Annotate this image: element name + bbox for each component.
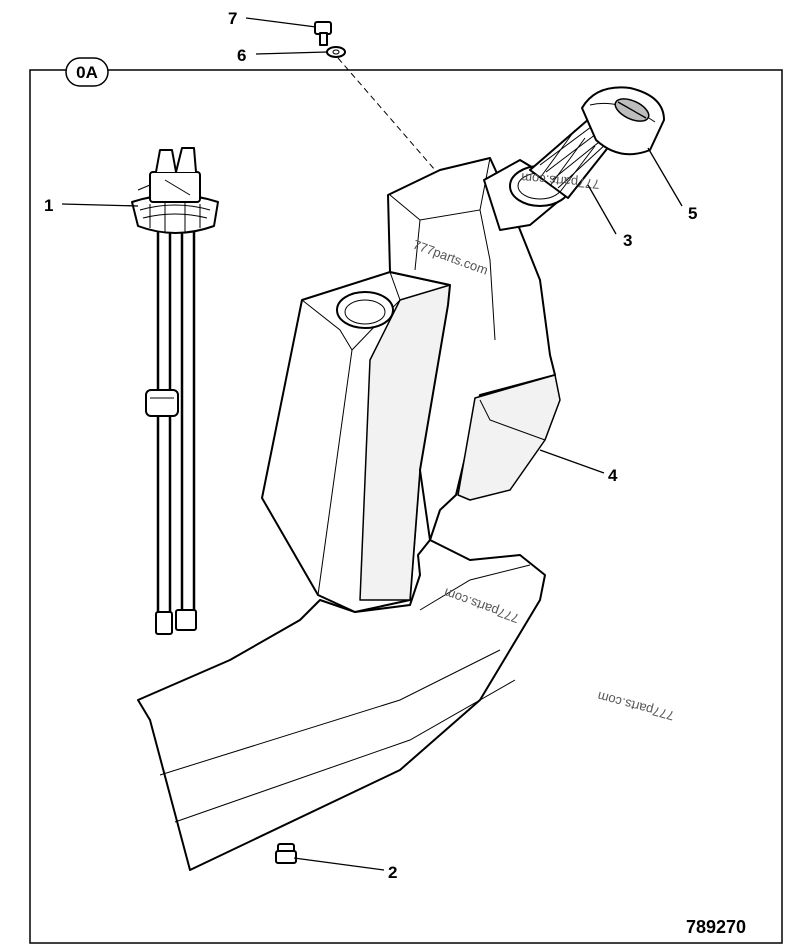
callout-1: 1 bbox=[44, 196, 53, 215]
part-fuel-sender bbox=[131, 147, 219, 635]
part-drain-plug bbox=[275, 843, 297, 864]
callout-7: 7 bbox=[228, 9, 237, 28]
figure-badge: 0A bbox=[65, 57, 109, 87]
diagram-frame bbox=[29, 69, 783, 944]
watermark-4: 777parts.com bbox=[596, 689, 676, 724]
drawing-number: 789270 bbox=[686, 917, 746, 937]
callout-4: 4 bbox=[608, 466, 618, 485]
leader-2 bbox=[293, 857, 385, 871]
callout-6: 6 bbox=[237, 46, 246, 65]
part-bolt bbox=[314, 21, 332, 46]
leader-1 bbox=[61, 203, 139, 207]
leader-6 bbox=[255, 51, 328, 55]
figure-badge-label: 0A bbox=[76, 63, 98, 82]
callout-2: 2 bbox=[388, 863, 397, 882]
part-filler-cap bbox=[581, 86, 665, 156]
watermark-2: 777parts.com bbox=[520, 170, 600, 192]
callout-3: 3 bbox=[623, 231, 632, 250]
leader-5 bbox=[647, 147, 683, 207]
part-fuel-tank bbox=[137, 157, 571, 871]
part-washer bbox=[326, 46, 346, 58]
callout-5: 5 bbox=[688, 204, 697, 223]
leader-3 bbox=[587, 184, 617, 235]
bolt-centerline bbox=[337, 57, 436, 171]
leader-4 bbox=[539, 449, 605, 474]
leader-7 bbox=[245, 17, 317, 28]
